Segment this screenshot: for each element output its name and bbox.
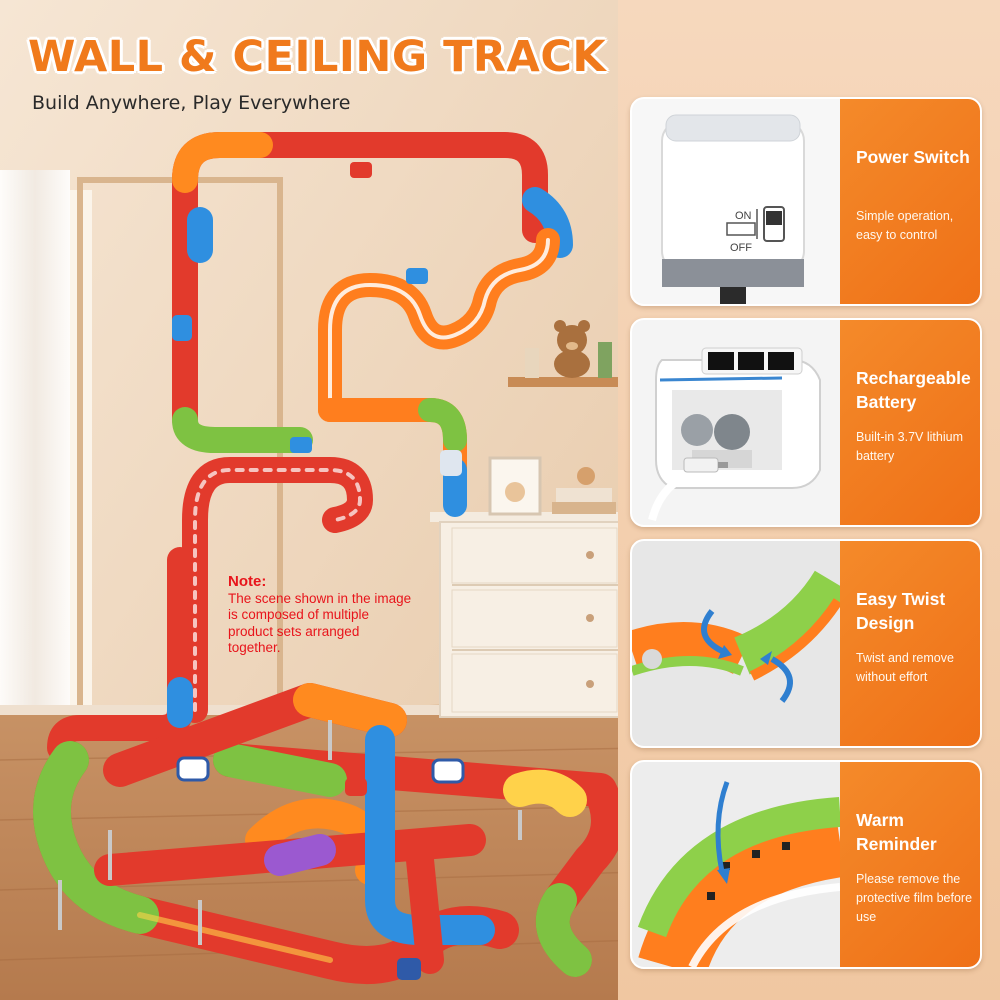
teddy-bear — [554, 320, 590, 378]
warning-icon — [632, 762, 840, 967]
feature-card-twist: Easy Twist Design Twist and remove witho… — [630, 539, 982, 748]
feature-info: Warm Reminder Please remove the protecti… — [840, 762, 980, 967]
feature-info: Power Switch Simple operation, easy to c… — [840, 99, 980, 304]
curtain — [0, 170, 70, 710]
feature-description: Please remove the protective film before… — [856, 872, 973, 924]
twist-icon — [632, 541, 840, 746]
battery-icon — [632, 320, 840, 525]
feature-info: Easy Twist Design Twist and remove witho… — [840, 541, 980, 746]
feature-name: Power Switch — [856, 147, 970, 167]
scene-note: Note: The scene shown in the image is co… — [228, 573, 413, 657]
feature-card-power-switch: ON OFF Power Switch Simple operation, ea… — [630, 97, 982, 306]
note-heading: Note: — [228, 573, 267, 590]
switch-off-label: OFF — [730, 242, 752, 254]
feature-name: Rechargeable Battery — [856, 368, 971, 412]
page-subtitle: Build Anywhere, Play Everywhere — [32, 92, 351, 114]
toy-train — [350, 162, 372, 178]
feature-description: Twist and remove without effort — [856, 651, 954, 684]
note-text: The scene shown in the image is composed… — [228, 590, 412, 656]
feature-card-warm-reminder: Warm Reminder Please remove the protecti… — [630, 760, 982, 969]
feature-name: Easy Twist Design — [856, 589, 946, 633]
feature-card-battery: Rechargeable Battery Built-in 3.7V lithi… — [630, 318, 982, 527]
power-switch-icon: ON OFF — [632, 99, 840, 304]
picture-frame — [488, 456, 542, 516]
toy-train — [176, 756, 465, 980]
feature-description: Built-in 3.7V lithium battery — [856, 430, 963, 463]
dresser — [430, 512, 621, 718]
page-title: WALL & CEILING TRACK SET — [28, 32, 713, 82]
feature-info: Rechargeable Battery Built-in 3.7V lithi… — [840, 320, 980, 525]
wall-shelf — [508, 377, 618, 387]
feature-description: Simple operation, easy to control — [856, 209, 954, 242]
switch-on-label: ON — [735, 210, 752, 222]
feature-name: Warm Reminder — [856, 810, 937, 854]
floor-track — [33, 683, 625, 984]
wall-track — [47, 132, 573, 761]
